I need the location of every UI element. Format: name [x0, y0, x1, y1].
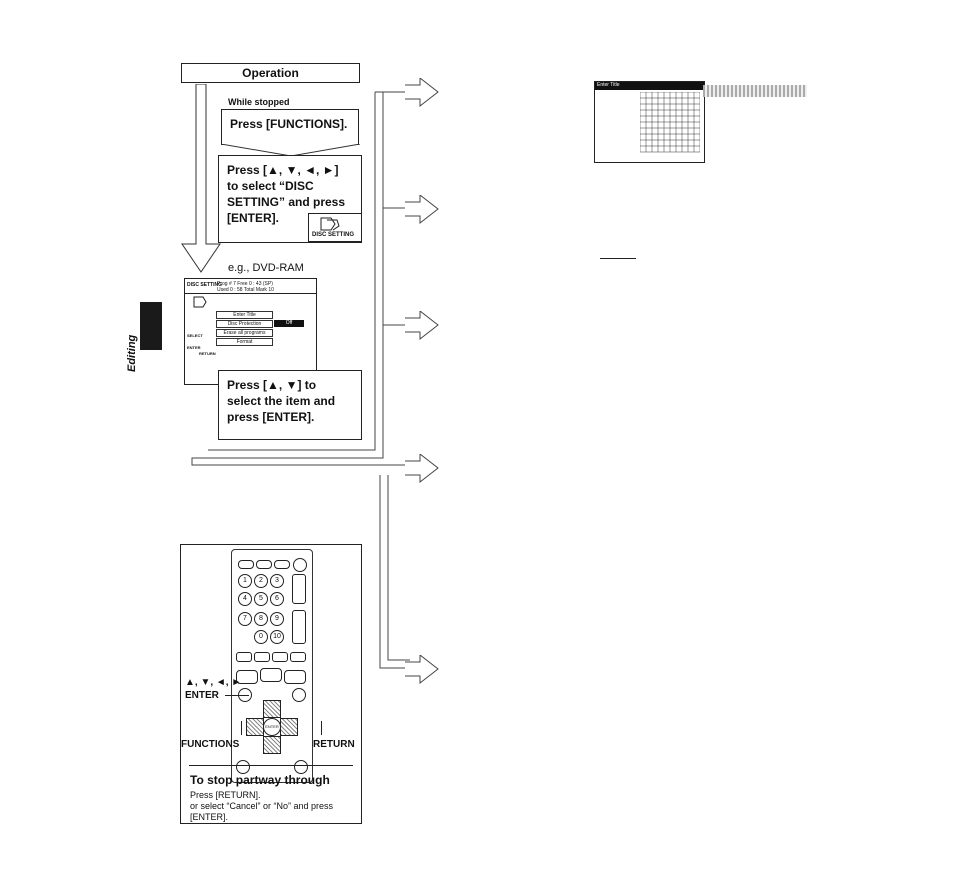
- remote-fast-forward-button[interactable]: [290, 652, 306, 662]
- enter-title-heading: Enter Title: [597, 82, 620, 88]
- screen-return-label: RETURN: [199, 351, 216, 356]
- remote-top-button-1[interactable]: [238, 560, 254, 569]
- blank-underline: [600, 258, 636, 259]
- menu-item-format[interactable]: Format: [216, 338, 273, 346]
- section-tab: [140, 302, 162, 350]
- screen-title: DISC SETTING: [187, 282, 223, 288]
- flow-connectors: [191, 91, 410, 669]
- menu-item-disc-protection[interactable]: Disc Protection: [216, 320, 273, 328]
- flow-arrow-right-5: [405, 655, 439, 685]
- stop-partway-line-1: Press [RETURN].: [190, 790, 261, 800]
- right-arrow-button[interactable]: [280, 718, 298, 736]
- remote-volume-rocker[interactable]: [292, 610, 306, 644]
- menu-item-erase-all[interactable]: Erase all programs: [216, 329, 273, 337]
- flow-arrow-right-4: [405, 454, 439, 484]
- operation-header: Operation: [181, 63, 360, 83]
- step-1-text: Press [FUNCTIONS].: [230, 117, 348, 131]
- stop-partway-title: To stop partway through: [190, 773, 330, 787]
- enter-title-bar: [595, 82, 704, 90]
- example-label: e.g., DVD-RAM: [228, 262, 304, 274]
- remote-rec-button[interactable]: [293, 558, 307, 572]
- remote-key-3[interactable]: 3: [270, 574, 284, 588]
- remote-key-5[interactable]: 5: [254, 592, 268, 606]
- condition-label: While stopped: [228, 97, 290, 107]
- remote-channel-rocker[interactable]: [292, 574, 306, 604]
- remote-control: 1 2 3 4 5 6 7 8 9 0 10 ENTER: [231, 549, 313, 783]
- remote-key-8[interactable]: 8: [254, 612, 268, 626]
- return-callout-label: RETURN: [313, 739, 355, 750]
- remote-top-button-3[interactable]: [274, 560, 290, 569]
- functions-callout-label: FUNCTIONS: [181, 739, 240, 750]
- screen-disc-icon: [193, 296, 207, 308]
- remote-skip-forward-button[interactable]: [254, 652, 270, 662]
- remote-play-button[interactable]: [284, 670, 306, 684]
- flow-arrow-right-1: [405, 78, 439, 108]
- remote-key-9[interactable]: 9: [270, 612, 284, 626]
- step-3-box: Press [▲, ▼] to select the item and pres…: [218, 370, 362, 440]
- remote-key-1[interactable]: 1: [238, 574, 252, 588]
- remote-key-2[interactable]: 2: [254, 574, 268, 588]
- enter-title-screen: Enter Title: [594, 81, 705, 163]
- stop-partway-text: Press [RETURN]. or select “Cancel” or “N…: [190, 790, 350, 823]
- remote-cursor-pad[interactable]: ENTER: [246, 700, 298, 754]
- stop-partway-line-2: or select “Cancel” or “No” and press [EN…: [190, 801, 334, 822]
- flow-arrow-right-3: [405, 311, 439, 341]
- remote-key-7[interactable]: 7: [238, 612, 252, 626]
- stop-divider: [189, 765, 353, 766]
- remote-pause-button[interactable]: [236, 670, 258, 684]
- down-arrow-button[interactable]: [263, 736, 281, 754]
- remote-panel: 1 2 3 4 5 6 7 8 9 0 10 ENTER ▲, ▼, ◄, ►: [180, 544, 362, 824]
- protection-value: Off: [274, 320, 304, 327]
- flow-down-arrow: [181, 84, 221, 273]
- remote-rewind-button[interactable]: [272, 652, 288, 662]
- remote-return-button[interactable]: [294, 760, 308, 774]
- enter-title-callout: [703, 85, 807, 97]
- remote-key-4[interactable]: 4: [238, 592, 252, 606]
- screen-info-1: Prog # 7 Free 0 : 43 (SP): [217, 281, 273, 287]
- flow-arrow-right-2: [405, 195, 439, 225]
- disc-setting-screen: DISC SETTING Prog # 7 Free 0 : 43 (SP) U…: [184, 278, 317, 385]
- step-3-text: Press [▲, ▼] to select the item and pres…: [227, 378, 336, 424]
- character-grid: [640, 92, 700, 153]
- menu-item-enter-title[interactable]: Enter Title: [216, 311, 273, 319]
- remote-top-button-2[interactable]: [256, 560, 272, 569]
- return-callout-line: [321, 721, 322, 735]
- arrows-callout-label: ▲, ▼, ◄, ►: [185, 677, 242, 688]
- enter-callout-line: [225, 695, 249, 696]
- disc-setting-icon: [320, 217, 340, 231]
- remote-key-6[interactable]: 6: [270, 592, 284, 606]
- step-2-text: Press [▲, ▼, ◄, ►] to select “DISC SETTI…: [227, 163, 346, 225]
- screen-enter-label: ENTER: [187, 345, 201, 350]
- section-tab-label: Editing: [126, 334, 138, 372]
- left-arrow-button[interactable]: [246, 718, 264, 736]
- disc-setting-icon-label: DISC SETTING: [312, 232, 355, 238]
- screen-info-2: Used 0 : 58 Total Mark 10: [217, 287, 274, 293]
- remote-play-list-button[interactable]: [292, 688, 306, 702]
- remote-stop-button[interactable]: [260, 668, 282, 682]
- enter-callout-label: ENTER: [185, 690, 219, 701]
- remote-skip-back-button[interactable]: [236, 652, 252, 662]
- disc-setting-icon-box: DISC SETTING: [308, 213, 362, 242]
- remote-key-0[interactable]: 0: [254, 630, 268, 644]
- enter-button[interactable]: ENTER: [263, 718, 281, 736]
- remote-functions-button[interactable]: [236, 760, 250, 774]
- up-arrow-button[interactable]: [263, 700, 281, 718]
- screen-select-label: SELECT: [187, 333, 203, 338]
- remote-key-10[interactable]: 10: [270, 630, 284, 644]
- functions-callout-line: [241, 721, 242, 735]
- screen-header: DISC SETTING Prog # 7 Free 0 : 43 (SP) U…: [185, 279, 316, 294]
